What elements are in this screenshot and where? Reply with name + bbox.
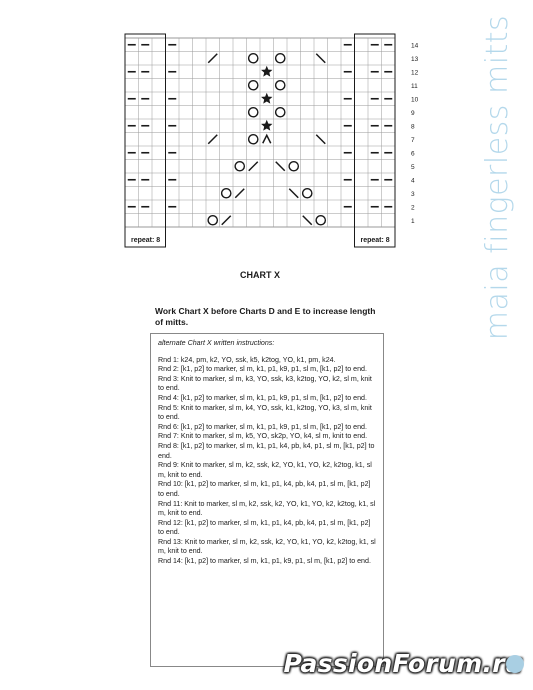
star-symbol (261, 92, 273, 104)
row-number: 5 (411, 164, 415, 171)
row-number: 14 (411, 42, 419, 49)
chart-label: CHART X (240, 270, 280, 280)
k2tog-symbol (207, 53, 218, 64)
k2tog-symbol (234, 188, 245, 199)
ssk-symbol (275, 161, 286, 172)
row-number: 13 (411, 56, 419, 63)
yo-symbol (274, 79, 286, 91)
round-8: Rnd 8: [k1, p2] to marker, sl m, k1, p1,… (158, 441, 375, 460)
row-number: 7 (411, 137, 415, 144)
star-symbol (261, 119, 273, 131)
yo-symbol (247, 79, 259, 91)
round-9: Rnd 9: Knit to marker, sl m, k2, ssk, k2… (158, 461, 372, 479)
yo-symbol (301, 187, 313, 199)
yo-symbol (315, 214, 327, 226)
row-number: 9 (411, 110, 415, 117)
round-6: Rnd 6: [k1, p2] to marker, sl m, k1, p1,… (158, 422, 367, 431)
round-3: Rnd 3: Knit to marker, sl m, k3, YO, ssk… (158, 374, 372, 393)
yo-symbol (220, 187, 232, 199)
k2tog-symbol (221, 215, 232, 226)
yo-symbol (274, 52, 286, 64)
round-5: Rnd 5: Knit to marker, sl m, k4, YO, ssk… (158, 403, 372, 422)
row-number: 1 (411, 218, 415, 225)
repeat-box-right (354, 33, 396, 248)
round-12: Rnd 12: [k1, p2] to marker, sl m, k1, p1… (158, 518, 371, 537)
round-4: Rnd 4: [k1, p2] to marker, sl m, k1, p1,… (158, 393, 367, 402)
instructions-box: alternate Chart X written instructions: … (150, 333, 384, 667)
sk2p-symbol (262, 133, 272, 144)
round-11: Rnd 11: Knit to marker, sl m, k2, ssk, k… (158, 499, 376, 518)
repeat-label-left: repeat: 8 (131, 237, 160, 244)
row-number: 6 (411, 150, 415, 157)
round-1: Rnd 1: k24, pm, k2, YO, ssk, k5, k2tog, … (158, 355, 336, 364)
yo-symbol (207, 214, 219, 226)
ssk-symbol (302, 215, 313, 226)
row-number: 11 (411, 83, 418, 90)
yo-symbol (274, 106, 286, 118)
ssk-symbol (315, 134, 326, 145)
ssk-symbol (315, 53, 326, 64)
round-13: Rnd 13: Knit to marker, sl m, k2, ssk, k… (158, 537, 376, 556)
instructions-title: alternate Chart X written instructions: (158, 339, 275, 347)
row-number: 4 (411, 177, 415, 184)
k2tog-symbol (248, 161, 259, 172)
k2tog-symbol (207, 134, 218, 145)
yo-symbol (234, 160, 246, 172)
repeat-label-right: repeat: 8 (361, 237, 390, 244)
row-number: 10 (411, 96, 419, 103)
star-symbol (261, 65, 273, 77)
row-number: 3 (411, 191, 415, 198)
round-2: Rnd 2: [k1, p2] to marker, sl m, k1, p1,… (158, 365, 367, 374)
chart-note: Work Chart X before Charts D and E to in… (155, 306, 376, 327)
ssk-symbol (288, 188, 299, 199)
page-corner-dot (506, 655, 524, 673)
knitting-chart: repeat: 8 repeat: 8 14 13 12 11 10 9 8 7 6 5 4 3 2 1 (124, 33, 419, 248)
yo-symbol (247, 106, 259, 118)
repeat-box-left (124, 33, 166, 248)
yo-symbol (247, 133, 259, 145)
yo-symbol (288, 160, 300, 172)
instructions-list: Rnd 1: k24, pm, k2, YO, ssk, k5, k2tog, … (158, 356, 376, 567)
round-10: Rnd 10: [k1, p2] to marker, sl m, k1, p1… (158, 480, 371, 498)
round-7: Rnd 7: Knit to marker, sl m, k5, YO, sk2… (158, 432, 368, 441)
row-number: 12 (411, 69, 419, 76)
side-title: maia fingerless mitts (480, 14, 516, 341)
watermark-logo: PassionForum.ru (283, 649, 523, 678)
row-number: 8 (411, 123, 415, 130)
yo-symbol (247, 52, 259, 64)
round-14: Rnd 14: [k1, p2] to marker, sl m, k1, p1… (158, 557, 371, 566)
row-number: 2 (411, 204, 415, 211)
